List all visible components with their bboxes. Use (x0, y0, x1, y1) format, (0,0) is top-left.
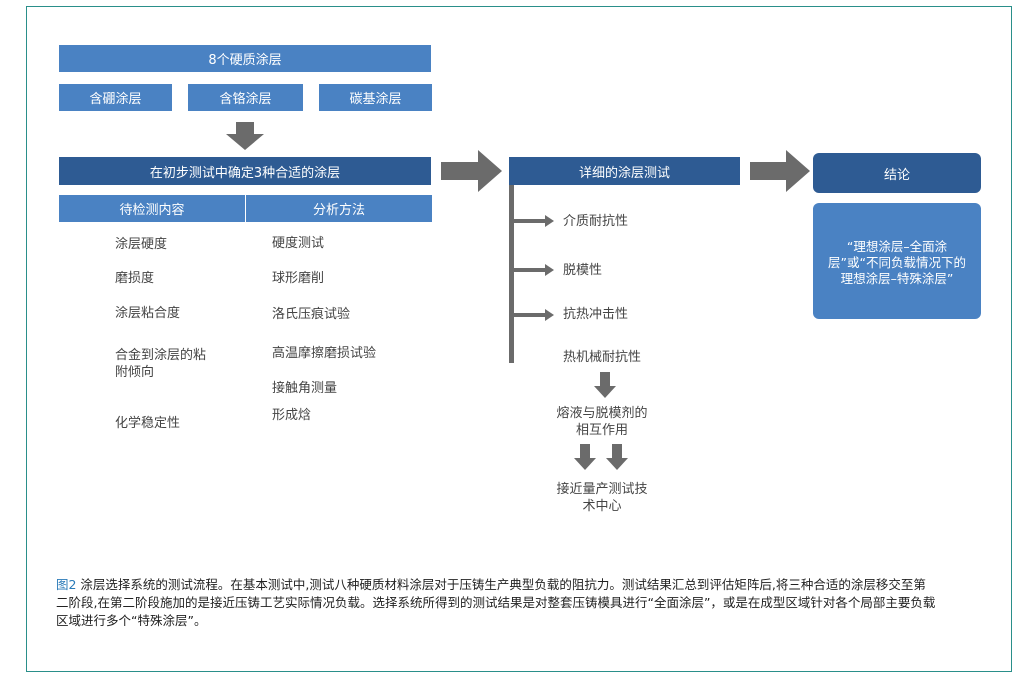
header-methods: 分析方法 (246, 195, 432, 222)
conclusion-box: “理想涂层–全面涂层”或“不同负载情况下的理想涂层–特殊涂层” (813, 203, 981, 319)
down-arrow-icon (606, 444, 628, 470)
detail-test-box: 详细的涂层测试 (509, 157, 740, 185)
caption-text: 涂层选择系统的测试流程。在基本测试中,测试八种硬质材料涂层对于压铸生产典型负载的… (56, 577, 936, 628)
figure-frame (26, 6, 1012, 672)
method-item: 硬度测试 (272, 236, 325, 251)
method-item: 形成焓 (272, 408, 312, 423)
branch-line (509, 185, 514, 363)
conclusion-title: 结论 (813, 153, 981, 193)
right-arrow-icon (750, 150, 810, 192)
header-test-items: 待检测内容 (59, 195, 245, 222)
right-arrow-icon (441, 150, 502, 192)
sub-step-production: 接近量产测试技术中心 (556, 482, 648, 514)
caption-label: 图2 (56, 577, 77, 592)
method-item: 球形磨削 (272, 271, 325, 286)
test-item: 合金到涂层的粘附倾向 (115, 348, 207, 380)
detail-item: 介质耐抗性 (563, 214, 629, 229)
detail-item: 热机械耐抗性 (563, 350, 642, 365)
test-item: 涂层粘合度 (115, 306, 181, 321)
selection-box: 在初步测试中确定3种合适的涂层 (59, 157, 431, 185)
down-arrow-icon (574, 444, 596, 470)
coating-boron: 含硼涂层 (59, 84, 172, 111)
detail-item: 抗热冲击性 (563, 307, 629, 322)
hard-coatings-box: 8个硬质涂层 (59, 45, 431, 72)
test-item: 磨损度 (115, 271, 155, 286)
method-item: 高温摩擦磨损试验 (272, 346, 377, 361)
down-arrow-icon (594, 372, 616, 398)
detail-item: 脱模性 (563, 263, 603, 278)
coating-carbon: 碳基涂层 (319, 84, 432, 111)
sub-step-interaction: 熔液与脱模剂的相互作用 (556, 406, 648, 438)
test-item: 涂层硬度 (115, 237, 168, 252)
test-item: 化学稳定性 (115, 416, 181, 431)
figure-caption: 图2 涂层选择系统的测试流程。在基本测试中,测试八种硬质材料涂层对于压铸生产典型… (56, 576, 936, 630)
method-item: 洛氏压痕试验 (272, 307, 351, 322)
coating-chrome: 含铬涂层 (188, 84, 303, 111)
down-arrow-icon (226, 122, 264, 150)
method-item: 接触角测量 (272, 381, 338, 396)
